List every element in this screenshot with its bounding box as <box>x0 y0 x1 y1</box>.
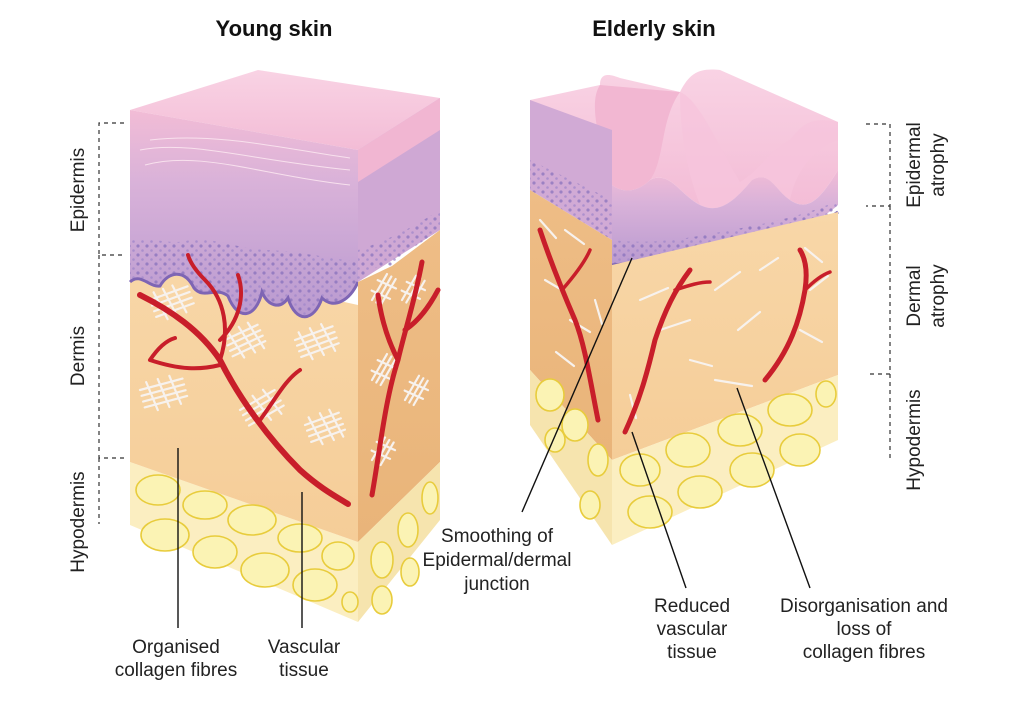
elderly-dermis-front <box>612 212 838 460</box>
svg-text:tissue: tissue <box>279 660 329 681</box>
svg-text:junction: junction <box>463 574 530 595</box>
svg-text:vascular: vascular <box>657 619 728 640</box>
callout-smoothing-junction: Smoothing of Epidermal/dermal junction <box>423 526 572 595</box>
label-hypodermis-young: Hypodermis <box>68 471 89 572</box>
young-layer-brackets <box>98 122 124 524</box>
young-skin-block <box>128 70 441 622</box>
label-dermis: Dermis <box>68 326 89 386</box>
young-skin-title: Young skin <box>216 16 333 41</box>
label-epidermal-atrophy-2: atrophy <box>928 133 949 197</box>
svg-text:Smoothing of: Smoothing of <box>441 526 554 547</box>
elderly-vascular-tissue <box>537 227 832 435</box>
svg-text:tissue: tissue <box>667 642 717 663</box>
label-hypodermis-elderly: Hypodermis <box>904 389 925 490</box>
young-fat-cells <box>135 474 439 615</box>
callout-vascular-tissue: Vascular tissue <box>268 637 341 681</box>
elderly-skin-block <box>530 69 839 545</box>
svg-text:Vascular: Vascular <box>268 637 341 658</box>
label-dermal-atrophy-1: Dermal <box>904 265 925 326</box>
svg-text:Epidermal/dermal: Epidermal/dermal <box>423 550 572 571</box>
label-epidermis: Epidermis <box>68 148 89 232</box>
elderly-layer-brackets <box>866 123 891 458</box>
callout-disorganisation: Disorganisation and loss of collagen fib… <box>780 596 948 663</box>
young-basal-layer <box>130 239 358 317</box>
young-collagen-fibres <box>138 272 430 467</box>
leader-disorganisation <box>736 387 811 589</box>
elderly-fat-cells <box>535 378 837 529</box>
label-dermal-atrophy-2: atrophy <box>928 264 949 328</box>
svg-text:loss of: loss of <box>837 619 893 640</box>
young-top-surface <box>130 70 440 150</box>
callout-organised-collagen: Organised collagen fibres <box>115 637 238 681</box>
leader-smoothing-junction <box>521 257 633 513</box>
svg-text:Organised: Organised <box>132 637 220 658</box>
svg-text:Disorganisation and: Disorganisation and <box>780 596 948 617</box>
callout-reduced-vascular: Reduced vascular tissue <box>654 596 730 663</box>
svg-text:Reduced: Reduced <box>654 596 730 617</box>
label-epidermal-atrophy-1: Epidermal <box>904 122 925 208</box>
elderly-collagen-fibres <box>538 218 830 420</box>
svg-text:collagen fibres: collagen fibres <box>803 642 926 663</box>
elderly-skin-title: Elderly skin <box>592 16 716 41</box>
young-side-hypodermis <box>358 462 440 622</box>
svg-text:collagen fibres: collagen fibres <box>115 660 238 681</box>
leader-reduced-vascular <box>631 431 687 589</box>
young-vascular-tissue <box>137 253 441 507</box>
